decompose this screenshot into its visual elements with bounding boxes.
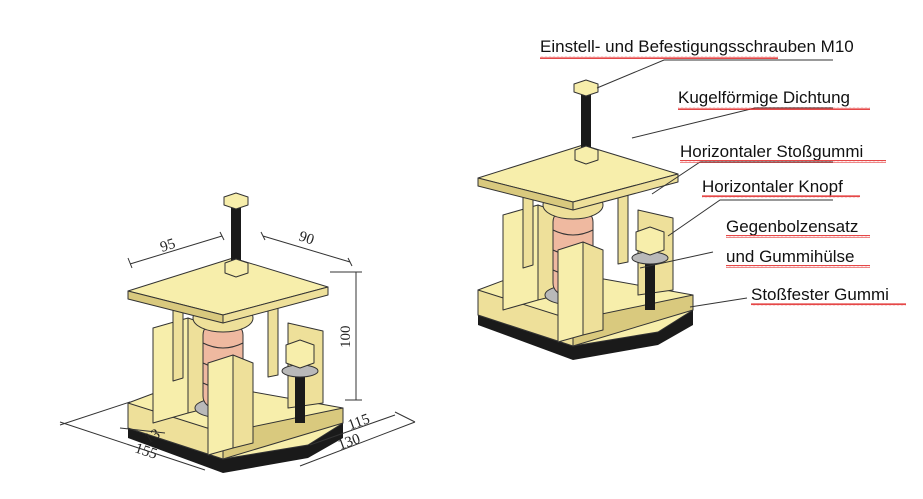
dim-base-depth: 130 <box>336 431 363 454</box>
label-seal: Kugelförmige Dichtung <box>678 88 870 110</box>
dim-inner-depth: 115 <box>346 411 372 434</box>
label-shock-rubber: Stoßfester Gummi <box>751 285 906 306</box>
label-seal-text: Kugelförmige Dichtung <box>678 88 850 107</box>
dim-base-width: 155 <box>133 441 159 463</box>
dim-slot: 13 <box>142 426 163 447</box>
label-bolt-set: Gegenbolzensatz und Gummihülse <box>726 217 870 268</box>
label-horizontal-knob-text: Horizontaler Knopf <box>702 177 843 196</box>
dim-top-depth: 90 <box>297 229 316 249</box>
dim-height: 100 <box>338 326 354 349</box>
label-bolt-set-line2: und Gummihülse <box>726 247 855 266</box>
mount-illustration-cutaway <box>477 79 694 361</box>
label-horizontal-rubber: Horizontaler Stoßgummi <box>680 142 886 163</box>
label-horizontal-rubber-text: Horizontaler Stoßgummi <box>680 142 863 161</box>
label-bolt-set-line1: Gegenbolzensatz <box>726 217 858 236</box>
label-shock-rubber-text: Stoßfester Gummi <box>751 285 889 304</box>
label-screw: Einstell- und Befestigungsschrauben M10 <box>540 37 854 59</box>
dimension-lines <box>59 231 416 471</box>
label-screw-text: Einstell- und Befestigungsschrauben M10 <box>540 37 854 56</box>
label-horizontal-knob: Horizontaler Knopf <box>702 177 860 198</box>
dim-top-width: 95 <box>158 236 177 256</box>
